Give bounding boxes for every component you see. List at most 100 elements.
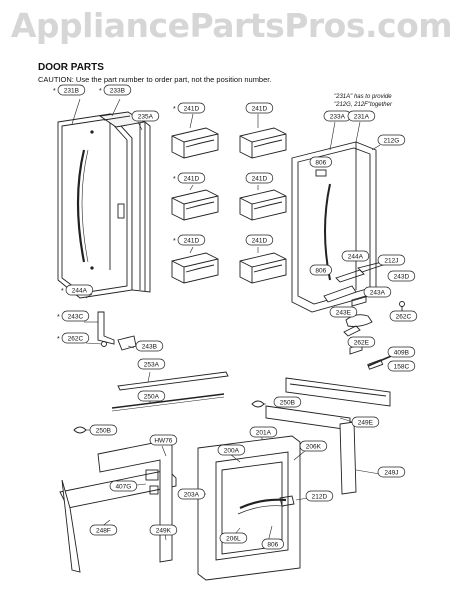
part-label: 206K xyxy=(299,440,328,452)
part-label: 241D* xyxy=(173,172,206,184)
part-label: 249J xyxy=(377,466,406,478)
part-label-text: 243E xyxy=(336,310,352,317)
part-label-text: 262C xyxy=(396,314,412,321)
part-label-text: 231B xyxy=(64,88,79,95)
part-label: 249E xyxy=(351,416,380,428)
part-label: 243B xyxy=(135,340,164,352)
part-label-text: 806 xyxy=(267,542,278,549)
part-label: 244A xyxy=(341,250,370,262)
note-line-2: "212G, 212F"together xyxy=(334,102,392,108)
part-label: 243C* xyxy=(57,310,90,322)
drawer-slide-right xyxy=(265,377,391,495)
section-title: DOOR PARTS xyxy=(38,62,104,73)
part-label-text: 806 xyxy=(315,268,326,275)
part-label: 243A xyxy=(363,286,392,298)
asterisk-mark: * xyxy=(61,288,64,295)
watermark-logo: AppliancePartsPros.com xyxy=(10,6,453,45)
part-label-text: 244A xyxy=(348,254,364,261)
part-label-text: 249K xyxy=(156,528,172,535)
note-line-1: "231A" has to provide xyxy=(334,94,392,100)
part-label: 231A xyxy=(347,110,376,122)
part-label-text: 200A xyxy=(224,448,240,455)
part-label-text: 241D xyxy=(184,238,200,245)
part-label-text: 212D xyxy=(312,494,328,501)
part-label: 235A xyxy=(131,110,160,122)
part-label-text: 201A xyxy=(256,430,272,437)
part-label: 262E xyxy=(347,336,376,348)
part-label: 409B xyxy=(387,346,416,358)
part-label: 212J xyxy=(377,254,406,266)
part-label: 212D xyxy=(305,490,334,502)
part-label-text: 212G xyxy=(383,138,399,145)
part-label-text: 243B xyxy=(142,344,157,351)
part-label-text: 243C xyxy=(68,314,84,321)
part-label-text: 253A xyxy=(144,362,160,369)
part-label: 203A xyxy=(177,488,206,500)
drawer-front xyxy=(197,435,301,581)
part-label: 212G xyxy=(377,134,406,146)
part-label: 262C xyxy=(389,310,418,322)
part-label: 201A xyxy=(249,426,278,438)
part-label: HW76 xyxy=(149,434,178,446)
part-label-text: 250B xyxy=(280,400,295,407)
part-label: 244A* xyxy=(61,284,94,296)
part-label-text: 248F xyxy=(96,528,111,535)
part-label: 262C * xyxy=(57,332,90,344)
part-label-text: 409B xyxy=(394,350,409,357)
part-label: 248F xyxy=(89,524,118,536)
part-label-text: 212J xyxy=(384,258,398,265)
part-label-text: 241D xyxy=(252,238,268,245)
asterisk-mark: * xyxy=(99,88,102,95)
part-label-text: 235A xyxy=(138,114,154,121)
part-label-text: 233B xyxy=(110,88,125,95)
part-label-text: 250A xyxy=(144,394,160,401)
left-door-assembly xyxy=(57,111,151,299)
part-label: 231B * xyxy=(53,84,86,96)
part-label-text: 206L xyxy=(226,536,241,543)
part-label: 243E xyxy=(329,306,358,318)
asterisk-mark: * xyxy=(57,336,60,343)
asterisk-mark: * xyxy=(173,238,176,245)
part-label-text: 158C xyxy=(394,364,410,371)
part-label: 407G xyxy=(109,480,138,492)
right-door-assembly xyxy=(291,141,377,313)
part-label-text: 241D xyxy=(252,176,268,183)
part-label-text: 241D xyxy=(184,106,200,113)
part-label: 233A xyxy=(323,110,352,122)
door-bin xyxy=(171,127,219,159)
part-label: 243D xyxy=(387,270,416,282)
part-label-text: 203A xyxy=(184,492,200,499)
part-label-text: 249J xyxy=(384,470,398,477)
part-label-text: 249E xyxy=(358,420,374,427)
part-label-text: 243A xyxy=(370,290,386,297)
part-label-text: 231A xyxy=(354,114,370,121)
asterisk-mark: * xyxy=(53,88,56,95)
door-bins xyxy=(171,127,287,284)
part-labels: 231B*233B*235A241D*241D241D*241D241D*241… xyxy=(53,84,418,550)
part-label: 200A xyxy=(217,444,246,456)
part-label: 241D * xyxy=(173,234,206,246)
part-label: 253A xyxy=(137,358,166,370)
drawer-slide-left xyxy=(59,439,177,573)
small-parts-left xyxy=(97,311,137,351)
part-label: 206L xyxy=(219,532,248,544)
part-label-text: 250B xyxy=(96,428,111,435)
part-label-text: 262C xyxy=(68,336,84,343)
caution-text: CAUTION: Use the part number to order pa… xyxy=(38,75,272,84)
part-label: 806 xyxy=(261,538,284,550)
part-label-text: 241D xyxy=(184,176,200,183)
part-label-text: 262E xyxy=(354,340,370,347)
part-label: 241D * xyxy=(173,102,206,114)
part-label-text: 407G xyxy=(115,484,131,491)
part-label: 158C xyxy=(387,360,416,372)
door-bin xyxy=(239,127,287,159)
part-label-text: 233A xyxy=(330,114,346,121)
part-label: 241D xyxy=(245,234,274,246)
part-label-text: 206K xyxy=(306,444,322,451)
note-text: "231A" has to provide "212G, 212F"togeth… xyxy=(334,93,392,109)
part-label-text: 243D xyxy=(394,274,410,281)
door-bin xyxy=(171,252,219,284)
asterisk-mark: * xyxy=(173,106,176,113)
